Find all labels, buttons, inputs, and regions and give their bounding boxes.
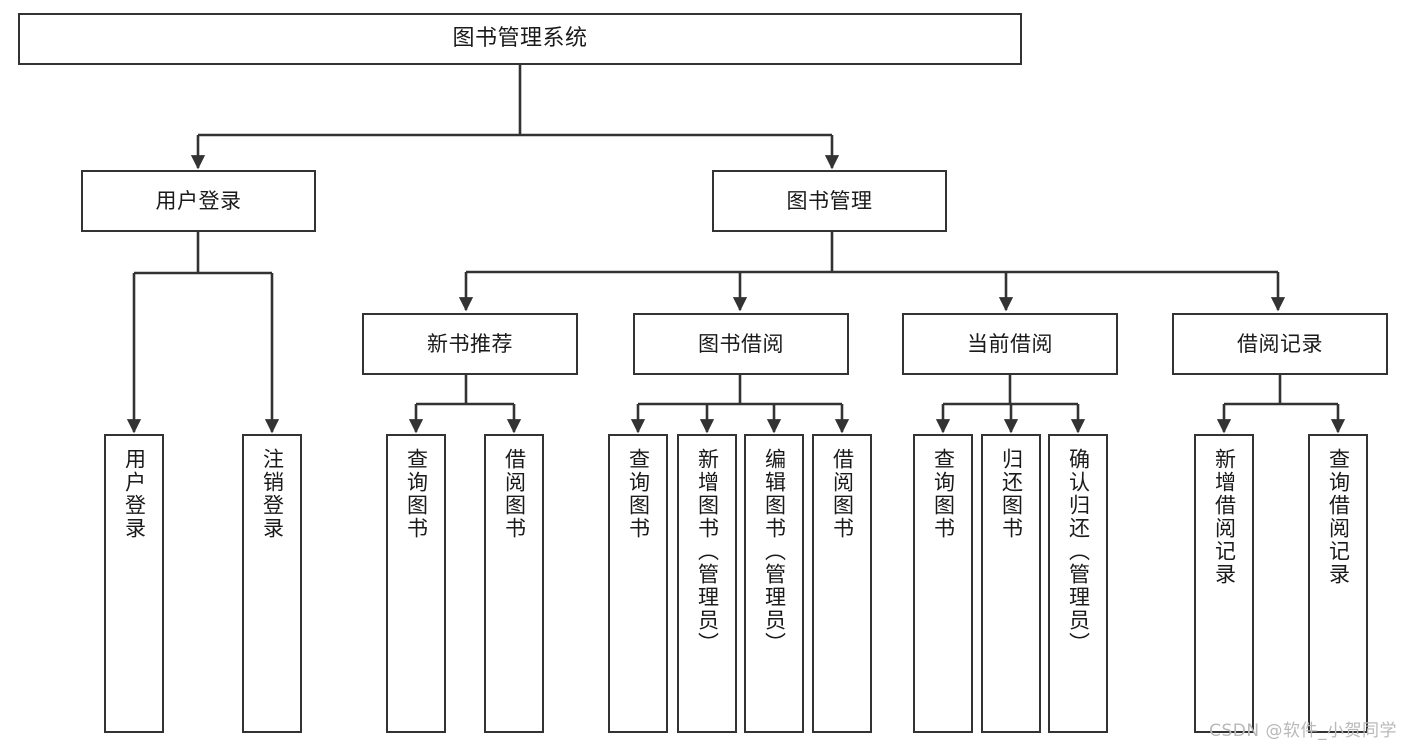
node-current-borrow[interactable]: 当前借阅 bbox=[902, 313, 1118, 375]
node-leaf-borrow-book[interactable]: 借阅图书 bbox=[812, 434, 872, 733]
node-label: 借阅图书 bbox=[502, 448, 527, 540]
node-book-borrow[interactable]: 图书借阅 bbox=[633, 313, 849, 375]
node-new-book-recommend[interactable]: 新书推荐 bbox=[362, 313, 578, 375]
node-label: 用户登录 bbox=[155, 188, 242, 213]
node-root-system[interactable]: 图书管理系统 bbox=[18, 13, 1022, 65]
node-leaf-user-logout[interactable]: 注销登录 bbox=[242, 434, 302, 733]
node-label: 图书借阅 bbox=[698, 331, 784, 356]
node-borrow-record[interactable]: 借阅记录 bbox=[1172, 313, 1388, 375]
node-label: 归还图书 bbox=[999, 448, 1024, 540]
node-leaf-return-book[interactable]: 归还图书 bbox=[981, 434, 1041, 733]
node-label: 借阅图书 bbox=[830, 448, 855, 540]
node-label: 新增借阅记录 bbox=[1212, 448, 1237, 586]
node-leaf-add-borrow-record[interactable]: 新增借阅记录 bbox=[1194, 434, 1254, 733]
node-leaf-add-book-admin[interactable]: 新增图书（管理员） bbox=[677, 434, 737, 733]
node-label: 借阅记录 bbox=[1237, 331, 1323, 356]
node-label: 注销登录 bbox=[260, 448, 285, 540]
node-label: 图书管理 bbox=[786, 188, 873, 213]
node-leaf-confirm-return-admin[interactable]: 确认归还（管理员） bbox=[1048, 434, 1108, 733]
node-label: 当前借阅 bbox=[967, 331, 1053, 356]
node-leaf-query-book-current[interactable]: 查询图书 bbox=[913, 434, 973, 733]
node-user-login[interactable]: 用户登录 bbox=[81, 170, 316, 232]
node-leaf-query-borrow-record[interactable]: 查询借阅记录 bbox=[1308, 434, 1368, 733]
node-label: 新增图书（管理员） bbox=[695, 448, 720, 655]
node-label: 确认归还（管理员） bbox=[1066, 448, 1091, 655]
node-label: 查询图书 bbox=[931, 448, 956, 540]
node-label: 编辑图书（管理员） bbox=[762, 448, 787, 655]
node-leaf-user-login[interactable]: 用户登录 bbox=[104, 434, 164, 733]
node-label: 查询借阅记录 bbox=[1326, 448, 1351, 586]
node-label: 图书管理系统 bbox=[452, 25, 588, 51]
node-leaf-edit-book-admin[interactable]: 编辑图书（管理员） bbox=[744, 434, 804, 733]
node-leaf-borrow-book-recommend[interactable]: 借阅图书 bbox=[484, 434, 544, 733]
node-label: 新书推荐 bbox=[427, 331, 513, 356]
node-leaf-query-book-borrow[interactable]: 查询图书 bbox=[608, 434, 668, 733]
node-label: 用户登录 bbox=[122, 448, 147, 540]
node-label: 查询图书 bbox=[626, 448, 651, 540]
watermark-text: CSDN @软件_小贺同学 bbox=[1209, 721, 1397, 741]
node-leaf-query-book-recommend[interactable]: 查询图书 bbox=[386, 434, 446, 733]
node-book-manage[interactable]: 图书管理 bbox=[712, 170, 947, 232]
node-label: 查询图书 bbox=[404, 448, 429, 540]
